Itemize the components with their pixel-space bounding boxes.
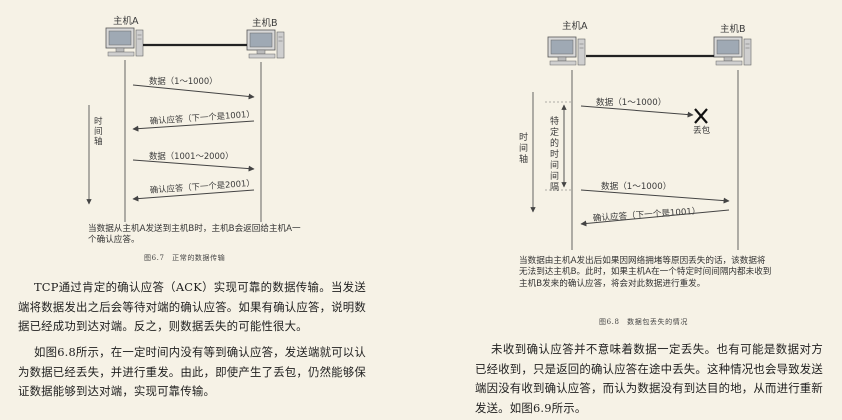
message-arrow-ack [580, 209, 730, 227]
host-a-computer-icon [547, 36, 586, 66]
figure-6-8-caption: 图6.8 数据包丢失的情况 [599, 318, 688, 326]
interval-label: 特定的时间间隔 [550, 115, 559, 193]
message-label-data-2: 数据（1001～2000） [149, 151, 234, 161]
packet-loss-label: 丢包 [693, 124, 711, 136]
message-arrow-data-2 [132, 159, 255, 172]
left-paragraph-2: 如图6.8所示，在一定时间内没有等到确认应答，发送端就可以认为数据已经丢失，并进… [18, 345, 366, 398]
message-label-ack-2: 确认应答（下一个是2001） [149, 178, 255, 195]
message-label-data-lost: 数据（1～1000） [596, 96, 666, 108]
host-b-computer-icon [246, 29, 285, 59]
message-label-ack-1: 确认应答（下一个是1001） [149, 109, 255, 126]
packet-loss-x-icon [694, 108, 708, 124]
right-page: 主机A 主机B 时间轴 特定的时间间隔 数据（1～1000） 丢包 数据（1～1… [421, 0, 842, 420]
time-axis-label: 时间轴 [519, 131, 528, 165]
message-arrow-ack-2 [132, 189, 255, 202]
figure-6-7-note: 当数据从主机A发送到主机B时，主机B会返回给主机A一个确认应答。 [88, 224, 301, 246]
message-arrow-data-1 [132, 84, 255, 100]
left-paragraph-1: TCP通过肯定的确认应答（ACK）实现可靠的数据传输。当发送端将数据发出之后会等… [18, 280, 366, 333]
figure-6-8-packet-loss: 主机A 主机B 时间轴 特定的时间间隔 数据（1～1000） 丢包 数据（1～1… [519, 20, 752, 250]
host-b-label: 主机B [720, 23, 746, 35]
figure-6-7-caption: 图6.7 正常的数据传输 [144, 254, 226, 262]
host-b-label: 主机B [252, 17, 278, 29]
message-label-data-resent: 数据（1～1000） [601, 180, 671, 192]
message-arrow-data-lost [580, 105, 694, 118]
time-axis-label: 时间轴 [94, 115, 103, 147]
figure-6-7-normal-transmission: 主机A 主机B 时间轴 数据（1～1000） 确认应答（下一个是1001） 数据… [86, 15, 285, 222]
right-paragraph-1: 未收到确认应答并不意味着数据一定丢失。也有可能是数据对方已经收到，只是返回的确认… [475, 342, 823, 415]
left-page: 主机A 主机B 时间轴 数据（1～1000） 确认应答（下一个是1001） 数据… [18, 15, 366, 398]
host-a-label: 主机A [113, 15, 139, 27]
message-label-data-1: 数据（1～1000） [149, 76, 218, 86]
message-arrow-ack-1 [132, 120, 255, 132]
message-label-ack: 确认应答（下一个是1001） [592, 205, 700, 224]
host-a-label: 主机A [562, 20, 588, 32]
figure-6-8-note: 当数据由主机A发出后如果因网络拥堵等原因丢失的话，该数据将无法到达主机B。此时，… [519, 256, 772, 289]
host-a-computer-icon [105, 27, 144, 57]
message-arrow-data-resent [580, 189, 730, 204]
host-b-computer-icon [713, 36, 752, 66]
